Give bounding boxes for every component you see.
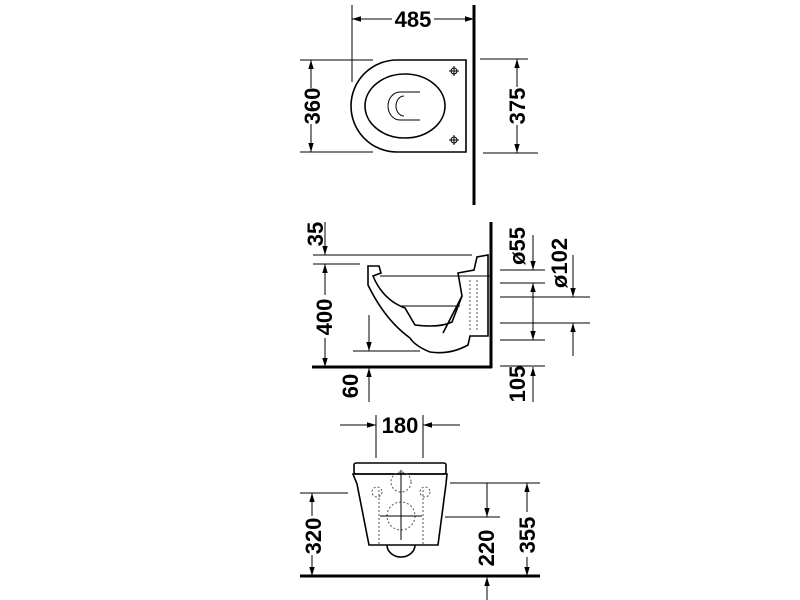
bowl-outline [350, 59, 467, 153]
dim-rim-height-label: 400 [312, 299, 337, 336]
dim-outlet-diameter-label: ø102 [547, 238, 572, 288]
dim-overall-height-label: 355 [515, 517, 540, 554]
bowl-body [351, 473, 448, 546]
fixing-point-icon [449, 135, 459, 145]
dim-rim-offset-label: 35 [303, 222, 328, 246]
dim-fixing-spacing-label: 180 [382, 413, 419, 438]
flush-outlet [387, 91, 420, 121]
dim-total-depth-label: 375 [505, 88, 530, 125]
dim-width-label: 485 [395, 7, 432, 32]
dim-outlet-height-label: 105 [505, 366, 530, 403]
dim-fixing-height-label: 320 [301, 518, 326, 555]
dim-seat-depth-label: 360 [300, 88, 325, 125]
front-view: 180 320 220 355 [300, 413, 540, 600]
dim-outlet-drop-label: 220 [474, 530, 499, 567]
top-view: 485 360 375 [300, 5, 538, 205]
dim-clearance-label: 60 [338, 374, 363, 398]
seat-opening [364, 73, 446, 139]
fixing-point-icon [449, 66, 459, 76]
side-view: 35 400 60 ø55 ø102 105 [303, 222, 590, 403]
toilet-profile [367, 254, 489, 354]
dim-inlet-diameter-label: ø55 [505, 227, 530, 265]
